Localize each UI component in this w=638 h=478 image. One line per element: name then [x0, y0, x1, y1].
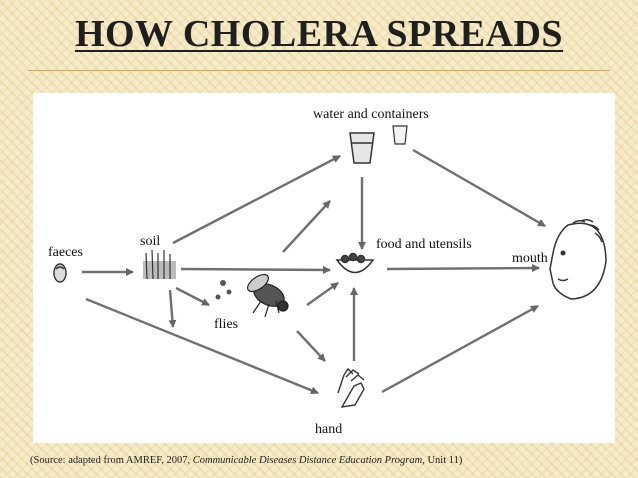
bowl-icon	[335, 252, 375, 274]
face-icon	[549, 218, 607, 300]
glass-icon	[392, 125, 408, 145]
arrow-flies-to-water	[282, 200, 331, 253]
label-mouth: mouth	[512, 251, 548, 266]
arrow-food-to-mouth	[386, 264, 540, 273]
label-water-and-containers: water and containers	[313, 107, 429, 122]
arrow-hand-to-mouth	[381, 304, 539, 394]
arrow-faeces-to-hand	[85, 297, 319, 395]
arrow-water-to-mouth	[412, 148, 546, 228]
label-food-and-utensils: food and utensils	[376, 237, 472, 252]
cup-icon	[349, 132, 375, 164]
slide-title: HOW CHOLERA SPREADS	[74, 13, 564, 55]
label-hand: hand	[315, 422, 342, 437]
soil-icon	[143, 249, 176, 280]
arrow-soil-to-flies	[175, 286, 210, 307]
arrow-soil-to-food	[180, 265, 331, 274]
source-prefix: (Source: adapted from AMREF, 2007,	[30, 455, 193, 466]
source-title: Communicable Diseases Distance Education…	[192, 455, 423, 466]
label-faeces: faeces	[48, 245, 83, 260]
small-flies-icon	[215, 280, 232, 300]
arrow-soil-down	[168, 289, 177, 328]
source-suffix: , Unit 11)	[422, 455, 463, 466]
transmission-diagram: water and containers soil faeces food an…	[48, 107, 607, 437]
faeces-icon	[53, 263, 67, 283]
label-flies: flies	[214, 317, 238, 332]
title-divider	[28, 70, 610, 71]
hand-icon	[337, 367, 365, 408]
arrow-flies-to-hand	[296, 330, 326, 362]
arrow-flies-to-food	[306, 282, 339, 306]
fly-icon	[246, 273, 289, 318]
label-soil: soil	[140, 234, 160, 249]
arrow-soil-to-water	[172, 154, 341, 245]
source-citation: (Source: adapted from AMREF, 2007, Commu…	[30, 455, 462, 466]
diagram-panel: water and containers soil faeces food an…	[33, 93, 615, 443]
